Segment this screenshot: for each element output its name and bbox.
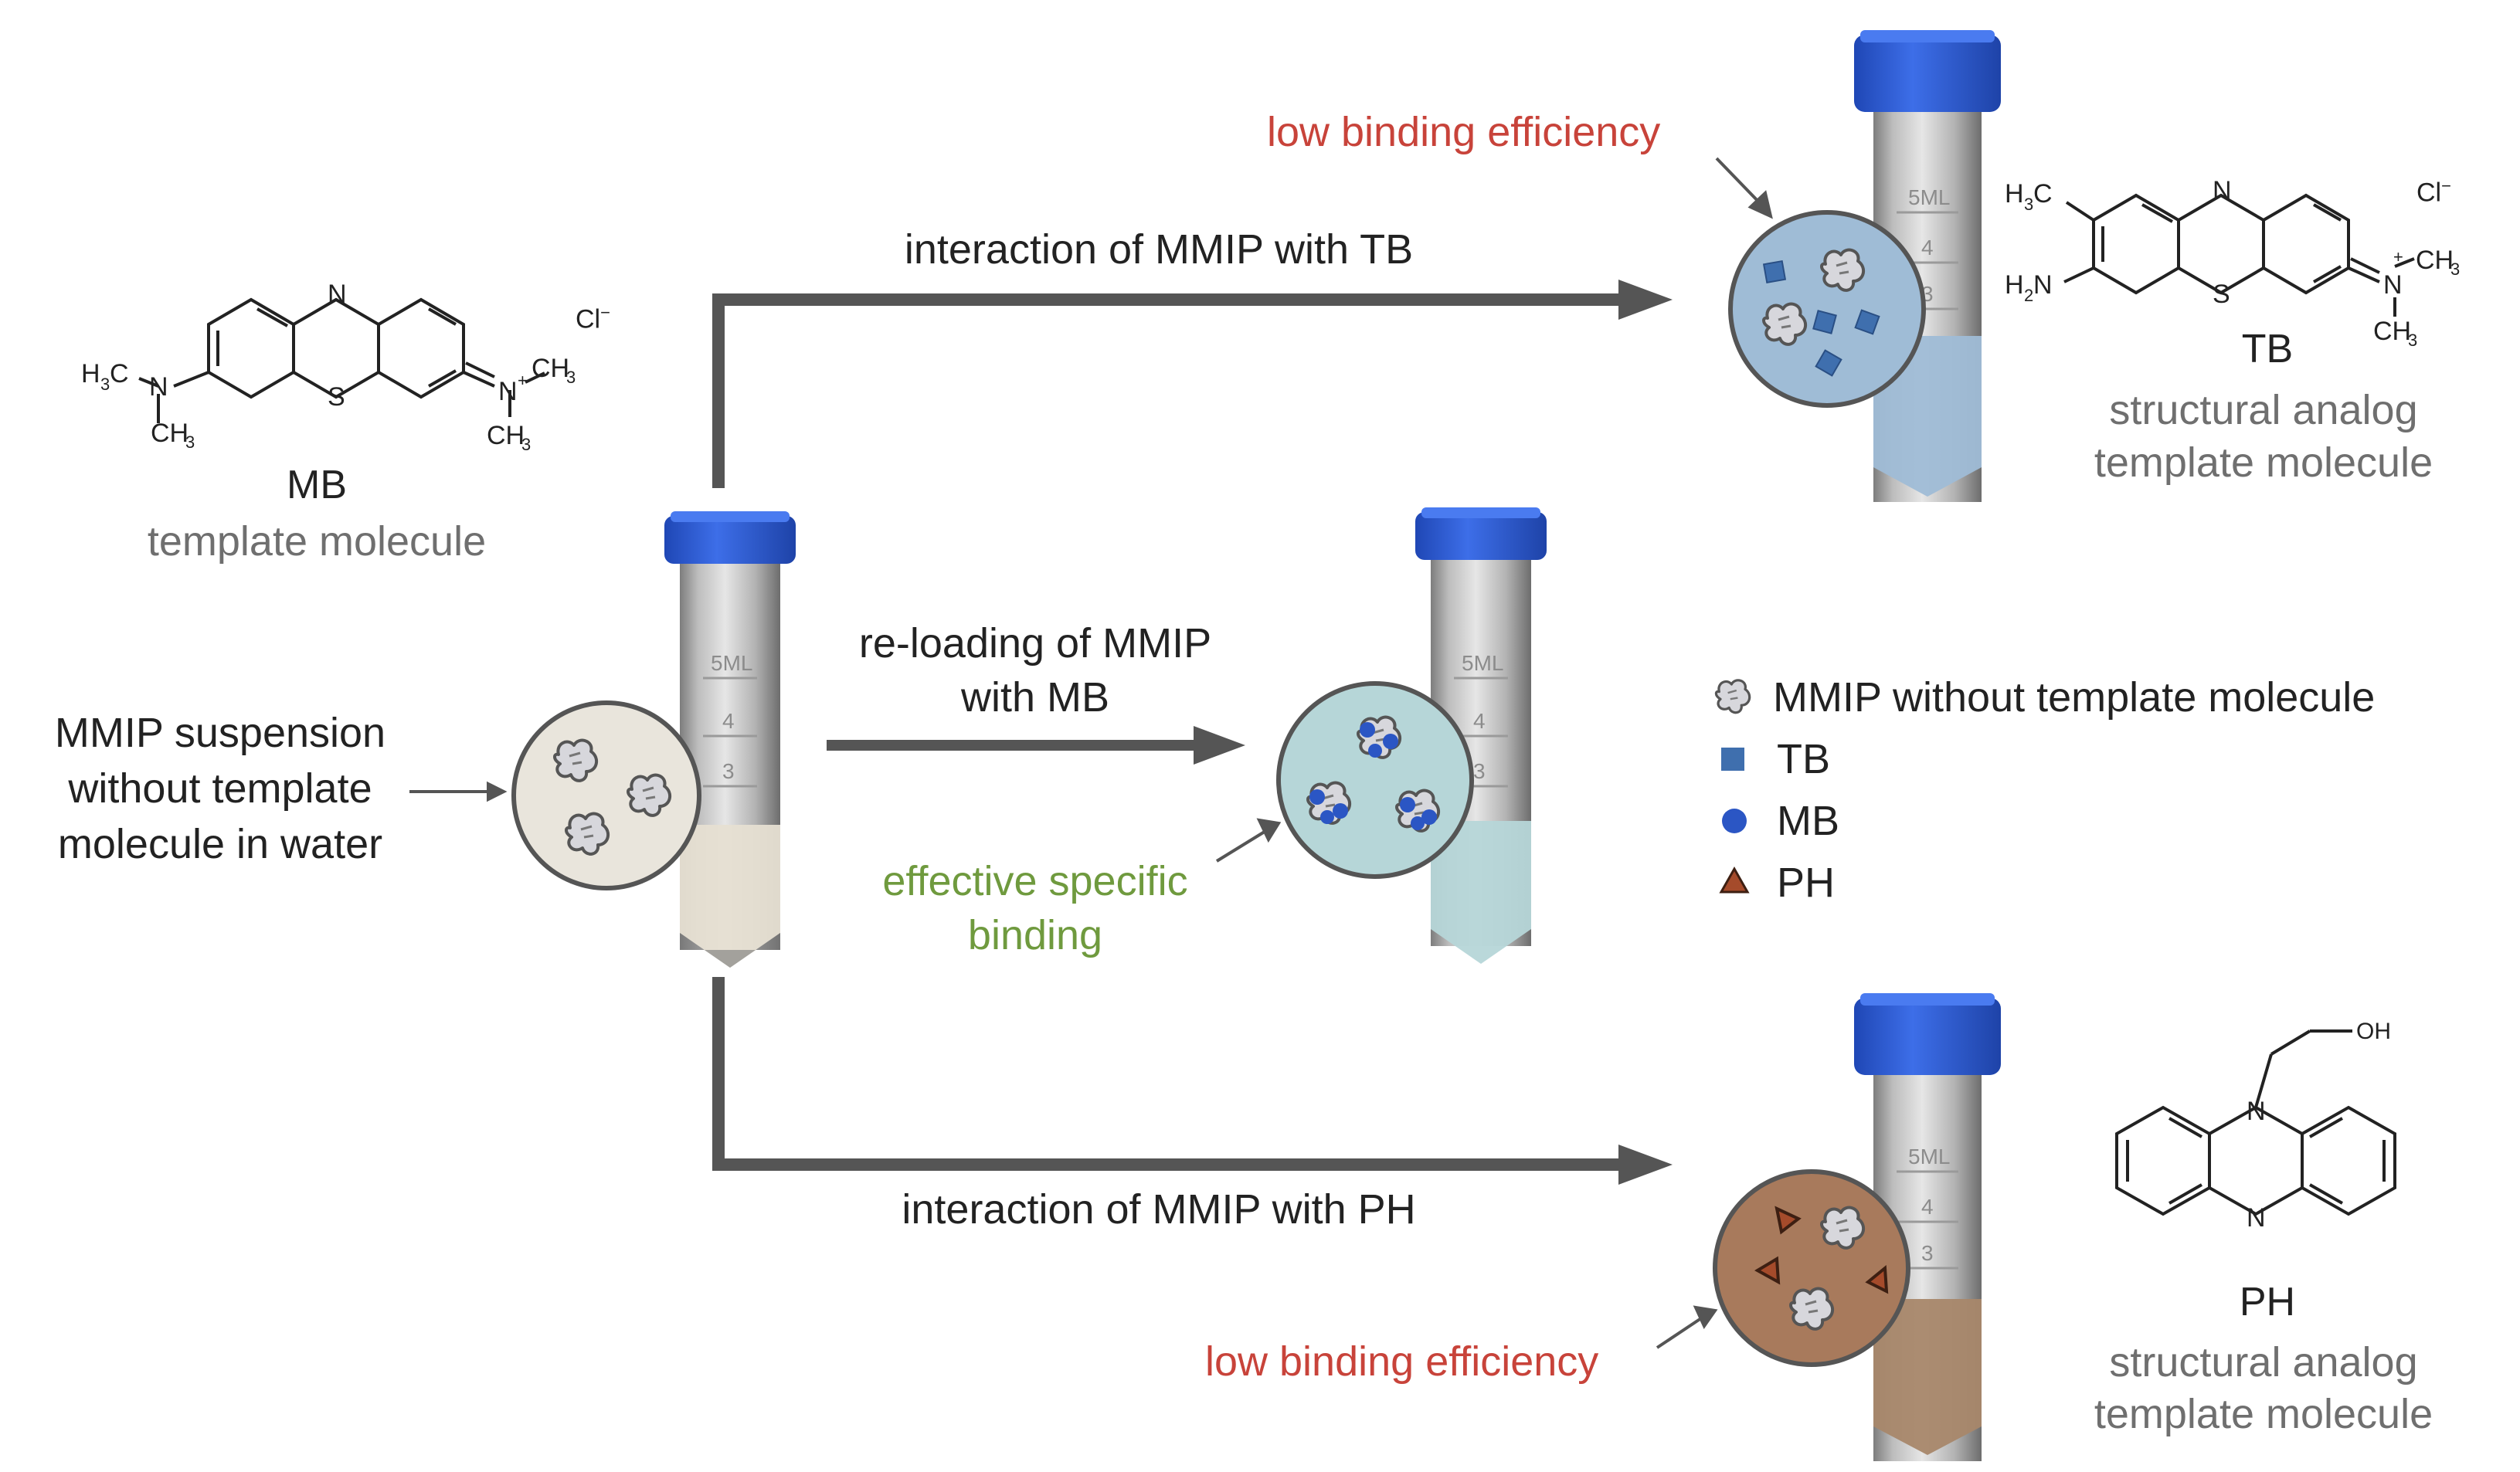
svg-text:+: +: [2393, 247, 2403, 266]
pointer-suspension: [409, 781, 508, 802]
svg-text:CH: CH: [2416, 246, 2454, 275]
svg-text:OH: OH: [2356, 1019, 2391, 1044]
legend-ph-label: PH: [1777, 860, 1836, 906]
svg-text:4: 4: [1921, 236, 1934, 259]
pointer-low-binding-bottom: [1656, 1305, 1718, 1349]
svg-text:5ML: 5ML: [1462, 651, 1503, 675]
suspension-line1: MMIP suspension: [54, 710, 386, 756]
legend-tb-label: TB: [1777, 736, 1831, 782]
svg-text:H: H: [2005, 179, 2024, 209]
tb-name: TB: [2241, 327, 2294, 371]
pointer-effective: [1215, 818, 1282, 863]
magnifier-ph: [1713, 1169, 1910, 1367]
legend-mb-label: MB: [1777, 798, 1839, 844]
svg-text:N: N: [2247, 1097, 2266, 1126]
svg-text:N: N: [2247, 1203, 2266, 1233]
svg-text:H: H: [2005, 270, 2024, 300]
svg-text:3: 3: [2450, 259, 2460, 279]
ph-structure: [2115, 1029, 2396, 1216]
svg-text:3: 3: [185, 432, 195, 452]
svg-text:5ML: 5ML: [1908, 1145, 1950, 1168]
low-binding-top: low binding efficiency: [1267, 109, 1661, 155]
tube-ph: 5ML 4 3: [1854, 993, 2001, 1461]
ph-atoms: N N OH: [2247, 1019, 2391, 1233]
mb-chloride: Cl−: [576, 303, 610, 334]
mb-structure: [138, 297, 545, 423]
magnifier-suspension: [511, 700, 701, 890]
svg-text:3: 3: [2024, 195, 2033, 214]
legend-mmip-label: MMIP without template molecule: [1773, 674, 2376, 721]
svg-text:3: 3: [566, 368, 576, 387]
effective-line2: binding: [967, 912, 1103, 958]
mb-name: MB: [287, 463, 347, 507]
svg-text:CH: CH: [532, 354, 569, 383]
legend-tb-square-icon: [1721, 748, 1744, 771]
svg-text:C: C: [2033, 179, 2053, 209]
ph-role-line1: structural analog: [2109, 1339, 2418, 1386]
svg-text:2: 2: [2024, 286, 2033, 305]
svg-text:3: 3: [2408, 331, 2417, 350]
svg-text:CH: CH: [2373, 317, 2411, 346]
arrow-mid-label-line2: with MB: [960, 674, 1110, 721]
arrow-middle: [827, 726, 1245, 765]
svg-text:3: 3: [1921, 1241, 1934, 1265]
svg-text:CH: CH: [151, 419, 188, 448]
svg-text:N: N: [2213, 176, 2232, 205]
arrow-mid-label-line1: re-loading of MMIP: [858, 620, 1212, 666]
svg-text:S: S: [328, 382, 345, 412]
svg-text:3: 3: [722, 759, 735, 783]
tube-mb: 5ML 4 3: [1415, 507, 1547, 964]
svg-text:4: 4: [1921, 1195, 1934, 1219]
ph-role-line2: template molecule: [2094, 1391, 2433, 1437]
svg-text:N: N: [2383, 270, 2403, 300]
mb-atoms: N S H 3 C N CH 3 N + CH 3 CH 3: [81, 280, 576, 454]
suspension-line3: molecule in water: [57, 821, 383, 867]
effective-line1: effective specific: [882, 858, 1188, 904]
magnifier-mb: [1276, 681, 1474, 879]
svg-text:S: S: [2213, 280, 2230, 309]
legend-icons: [1714, 679, 1751, 894]
svg-text:+: +: [518, 371, 528, 390]
svg-text:N: N: [498, 377, 518, 406]
svg-text:3: 3: [521, 435, 531, 454]
svg-text:N: N: [2033, 270, 2053, 300]
arrow-top-label: interaction of MMIP with TB: [904, 226, 1414, 273]
svg-text:3: 3: [1473, 759, 1486, 783]
svg-text:N: N: [149, 372, 168, 402]
tb-role-line1: structural analog: [2109, 387, 2418, 433]
low-binding-bottom: low binding efficiency: [1205, 1338, 1599, 1385]
svg-text:5ML: 5ML: [1908, 185, 1950, 209]
svg-text:4: 4: [722, 709, 735, 733]
tb-chloride: Cl−: [2416, 176, 2451, 208]
legend-mb-circle-icon: [1722, 809, 1747, 833]
svg-text:3: 3: [100, 375, 110, 394]
suspension-line2: without template: [68, 765, 372, 812]
svg-text:C: C: [110, 359, 129, 388]
tb-structure: [2063, 193, 2415, 317]
pointer-low-binding-top: [1715, 157, 1773, 219]
tb-role-line2: template molecule: [2094, 439, 2433, 486]
tb-atoms: N S H 3 C H 2 N N + CH 3 CH 3: [2005, 176, 2460, 350]
svg-text:5ML: 5ML: [711, 651, 752, 675]
tube-suspension: 5ML 4 3: [664, 511, 796, 968]
mb-role: template molecule: [147, 518, 487, 565]
svg-text:H: H: [81, 359, 100, 388]
svg-text:N: N: [328, 280, 347, 309]
svg-text:CH: CH: [487, 421, 525, 450]
ph-name: PH: [2239, 1280, 2296, 1324]
arrow-bottom-path: [712, 977, 1673, 1185]
legend-ph-triangle-icon: [1719, 866, 1750, 894]
arrow-top-path: [712, 280, 1673, 488]
svg-text:4: 4: [1473, 709, 1486, 733]
arrow-bottom-label: interaction of MMIP with PH: [902, 1186, 1416, 1233]
legend-mmip-icon: [1714, 679, 1751, 714]
magnifier-tb: [1728, 210, 1926, 408]
